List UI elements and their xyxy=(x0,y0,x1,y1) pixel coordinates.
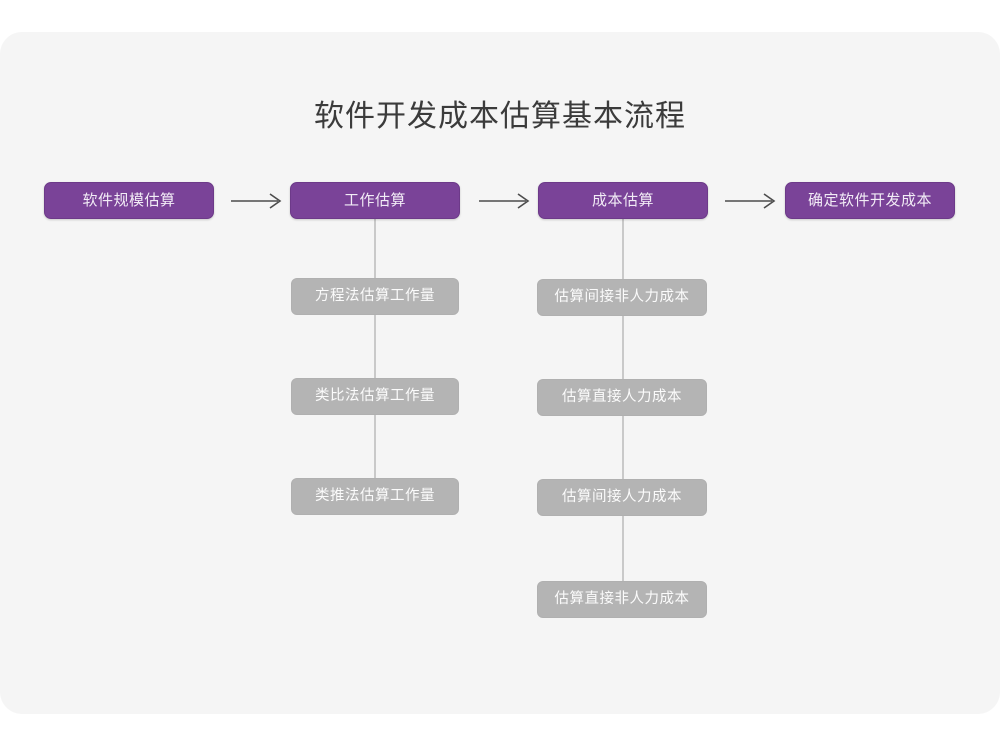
connector-work-to-branch1 xyxy=(374,218,376,298)
arrow-right-icon-1 xyxy=(226,189,288,213)
arrow-right-icon-2 xyxy=(474,189,536,213)
node-indirect-nonlabor-cost[interactable]: 估算间接非人力成本 xyxy=(537,279,707,316)
connector-branch2-to-branch3 xyxy=(374,414,376,494)
node-work-estimation[interactable]: 工作估算 xyxy=(290,182,460,219)
page-title: 软件开发成本估算基本流程 xyxy=(314,100,686,133)
node-cost-estimation[interactable]: 成本估算 xyxy=(538,182,708,219)
connector-cost-branch1-to-branch2 xyxy=(622,315,624,379)
node-direct-labor-cost[interactable]: 估算直接人力成本 xyxy=(537,379,707,416)
diagram-card xyxy=(0,32,1000,714)
node-software-size-estimation[interactable]: 软件规模估算 xyxy=(44,182,214,219)
node-equation-method-workload[interactable]: 方程法估算工作量 xyxy=(291,278,459,315)
node-deduction-method-workload[interactable]: 类推法估算工作量 xyxy=(291,478,459,515)
node-analogy-method-workload[interactable]: 类比法估算工作量 xyxy=(291,378,459,415)
node-indirect-labor-cost[interactable]: 估算间接人力成本 xyxy=(537,479,707,516)
connector-branch1-to-branch2 xyxy=(374,314,376,394)
node-determine-development-cost[interactable]: 确定软件开发成本 xyxy=(785,182,955,219)
connector-cost-branch2-to-branch3 xyxy=(622,415,624,479)
connector-cost-to-branch1 xyxy=(622,218,624,279)
arrow-right-icon-3 xyxy=(720,189,782,213)
node-direct-nonlabor-cost[interactable]: 估算直接非人力成本 xyxy=(537,581,707,618)
connector-cost-branch3-to-branch4 xyxy=(622,515,624,581)
